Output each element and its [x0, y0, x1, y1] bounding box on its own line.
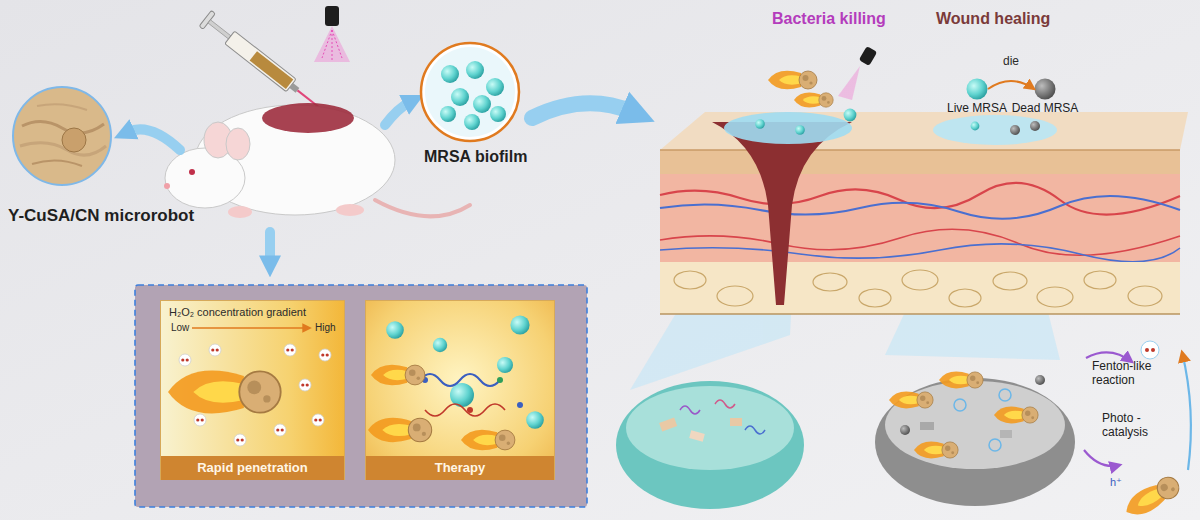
therapy-panel: Therapy [365, 300, 555, 480]
biofilm-node: MRSA biofilm [420, 42, 520, 142]
penetration-panel: H₂O₂ concentration gradientLow HighRapid … [160, 300, 345, 480]
reaction-label: Photo -catalysis [1102, 412, 1164, 440]
gradient-low: Low [171, 322, 189, 334]
panel-banner: Rapid penetration [161, 456, 344, 480]
killing-scene [755, 46, 1040, 135]
gradient-label: H₂O₂ concentration gradient [169, 306, 306, 319]
biofilm-circle [420, 42, 520, 142]
curved-arrow [988, 81, 1034, 89]
heading-label: Wound healing [936, 10, 1050, 28]
treated-bowl [870, 330, 1085, 510]
skin-section [660, 112, 1188, 314]
heading-label: Bacteria killing [772, 10, 886, 28]
mouse-illustration [164, 103, 470, 218]
penetration-scene [168, 328, 331, 446]
live-bacterium [966, 78, 988, 100]
treated-bowl-node: Fenton-like reactionPhoto -catalysish⁺ [870, 330, 1085, 510]
dead-bacterium [1034, 78, 1056, 100]
edge-label: die [1003, 55, 1019, 69]
reaction-label: Fenton-like reaction [1092, 360, 1172, 388]
gradient-high: High [315, 322, 336, 334]
dead-bacterium-node: Dead MRSA [1034, 78, 1056, 100]
node-label: Dead MRSA [1008, 102, 1082, 116]
live-bacterium-node: Live MRSA [966, 78, 988, 100]
powder-circle [12, 86, 112, 186]
dashed-frame [135, 285, 587, 507]
microrobot-node: Y-CuSA/CN microrobot [12, 86, 112, 186]
syringe [199, 10, 326, 116]
hole-symbol: h⁺ [1110, 476, 1122, 489]
node-label: Y-CuSA/CN microrobot [8, 206, 194, 226]
panel-banner: Therapy [366, 456, 554, 480]
leader-wedges [630, 140, 1060, 390]
biofilm-bowl [616, 381, 804, 509]
flow-arrows [128, 102, 632, 262]
node-label: Live MRSA [942, 102, 1012, 116]
therapy-scene [368, 315, 544, 450]
node-label: MRSA biofilm [424, 148, 527, 166]
treated-bowl-scene [889, 341, 1191, 520]
light-source [314, 6, 350, 62]
